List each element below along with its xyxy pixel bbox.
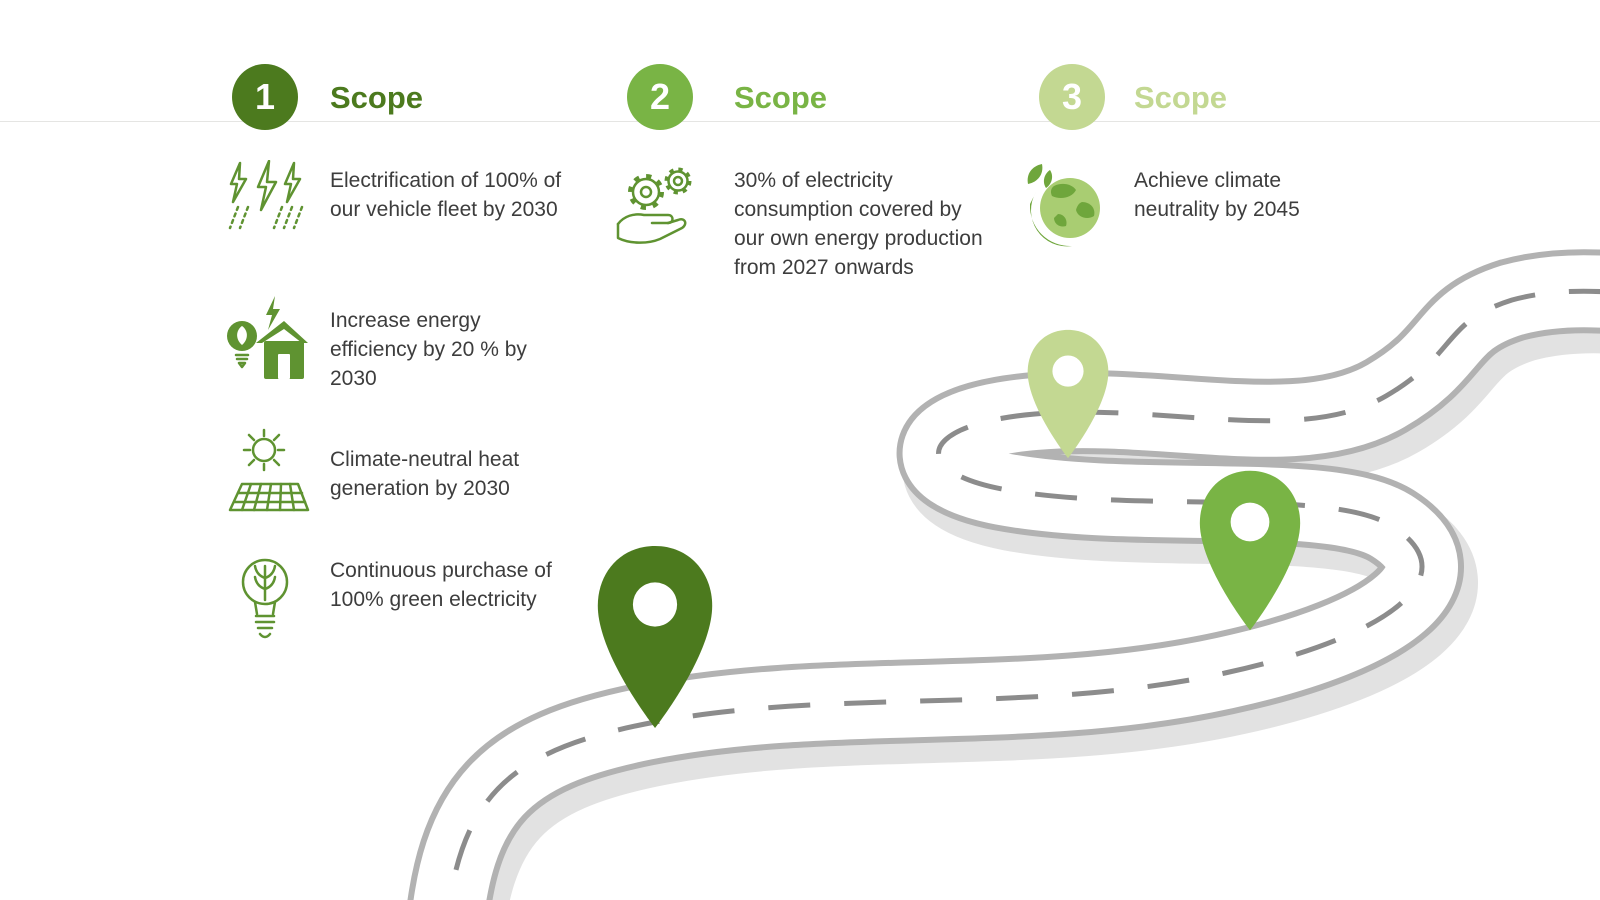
scope2-item1-text: 30% of electricity consumption covered b… <box>734 169 983 279</box>
scope3-map-pin-icon <box>1027 329 1109 459</box>
scope2-number-badge: 2 <box>627 64 693 130</box>
scope2-label: Scope <box>734 80 828 115</box>
scope1-item1-text: Electrification of 100% of our vehicle f… <box>330 169 562 221</box>
scope1-label: Scope <box>330 80 424 115</box>
header-divider-line <box>0 121 1600 122</box>
scope1-item4-text: Continuous purchase of 100% green electr… <box>330 559 552 611</box>
scope2-map-pin-icon <box>1199 470 1301 631</box>
scope3-number: 3 <box>1061 76 1083 117</box>
scope1-number-badge: 1 <box>232 64 298 130</box>
scope3-label: Scope <box>1134 80 1228 115</box>
sun-and-solar-panel-icon <box>228 428 310 512</box>
lightning-bolts-icon <box>228 160 304 230</box>
scope1-item3-text: Climate-neutral heat generation by 2030 <box>330 448 520 500</box>
globe-with-leaf-icon <box>1027 164 1100 247</box>
gears-in-hand-icon <box>616 167 692 244</box>
bulb-and-house-icon <box>227 296 308 379</box>
scope3-number-badge: 3 <box>1039 64 1105 130</box>
scope1-item2-text: Increase energy efficiency by 20 % by 20… <box>330 309 527 390</box>
scope2-number: 2 <box>649 76 671 117</box>
scope1-map-pin-icon <box>597 546 713 728</box>
scope3-item1-text: Achieve climate neutrality by 2045 <box>1134 169 1300 221</box>
scope1-number: 1 <box>254 76 276 117</box>
leaf-bulb-icon <box>241 558 289 639</box>
